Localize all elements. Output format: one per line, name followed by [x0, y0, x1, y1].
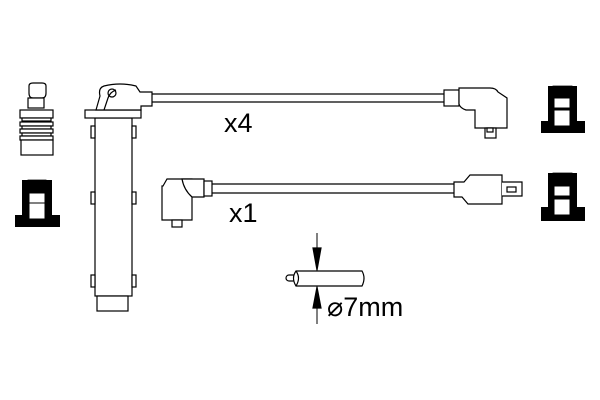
spark-plug-boot-icon	[19, 82, 54, 156]
short-cable-icon	[161, 174, 523, 228]
quantity-label-x4: x4	[224, 108, 253, 138]
tube-boot-icon	[84, 83, 153, 312]
diameter-label: ⌀7mm	[327, 292, 404, 322]
quantity-label-x1: x1	[229, 198, 258, 228]
rubber-seal-left-icon	[15, 179, 60, 227]
long-cable-icon	[152, 87, 508, 139]
rubber-seal-right-bottom-icon	[541, 172, 585, 221]
cable-cross-section-icon	[285, 233, 365, 324]
rubber-seal-right-top-icon	[541, 85, 585, 133]
